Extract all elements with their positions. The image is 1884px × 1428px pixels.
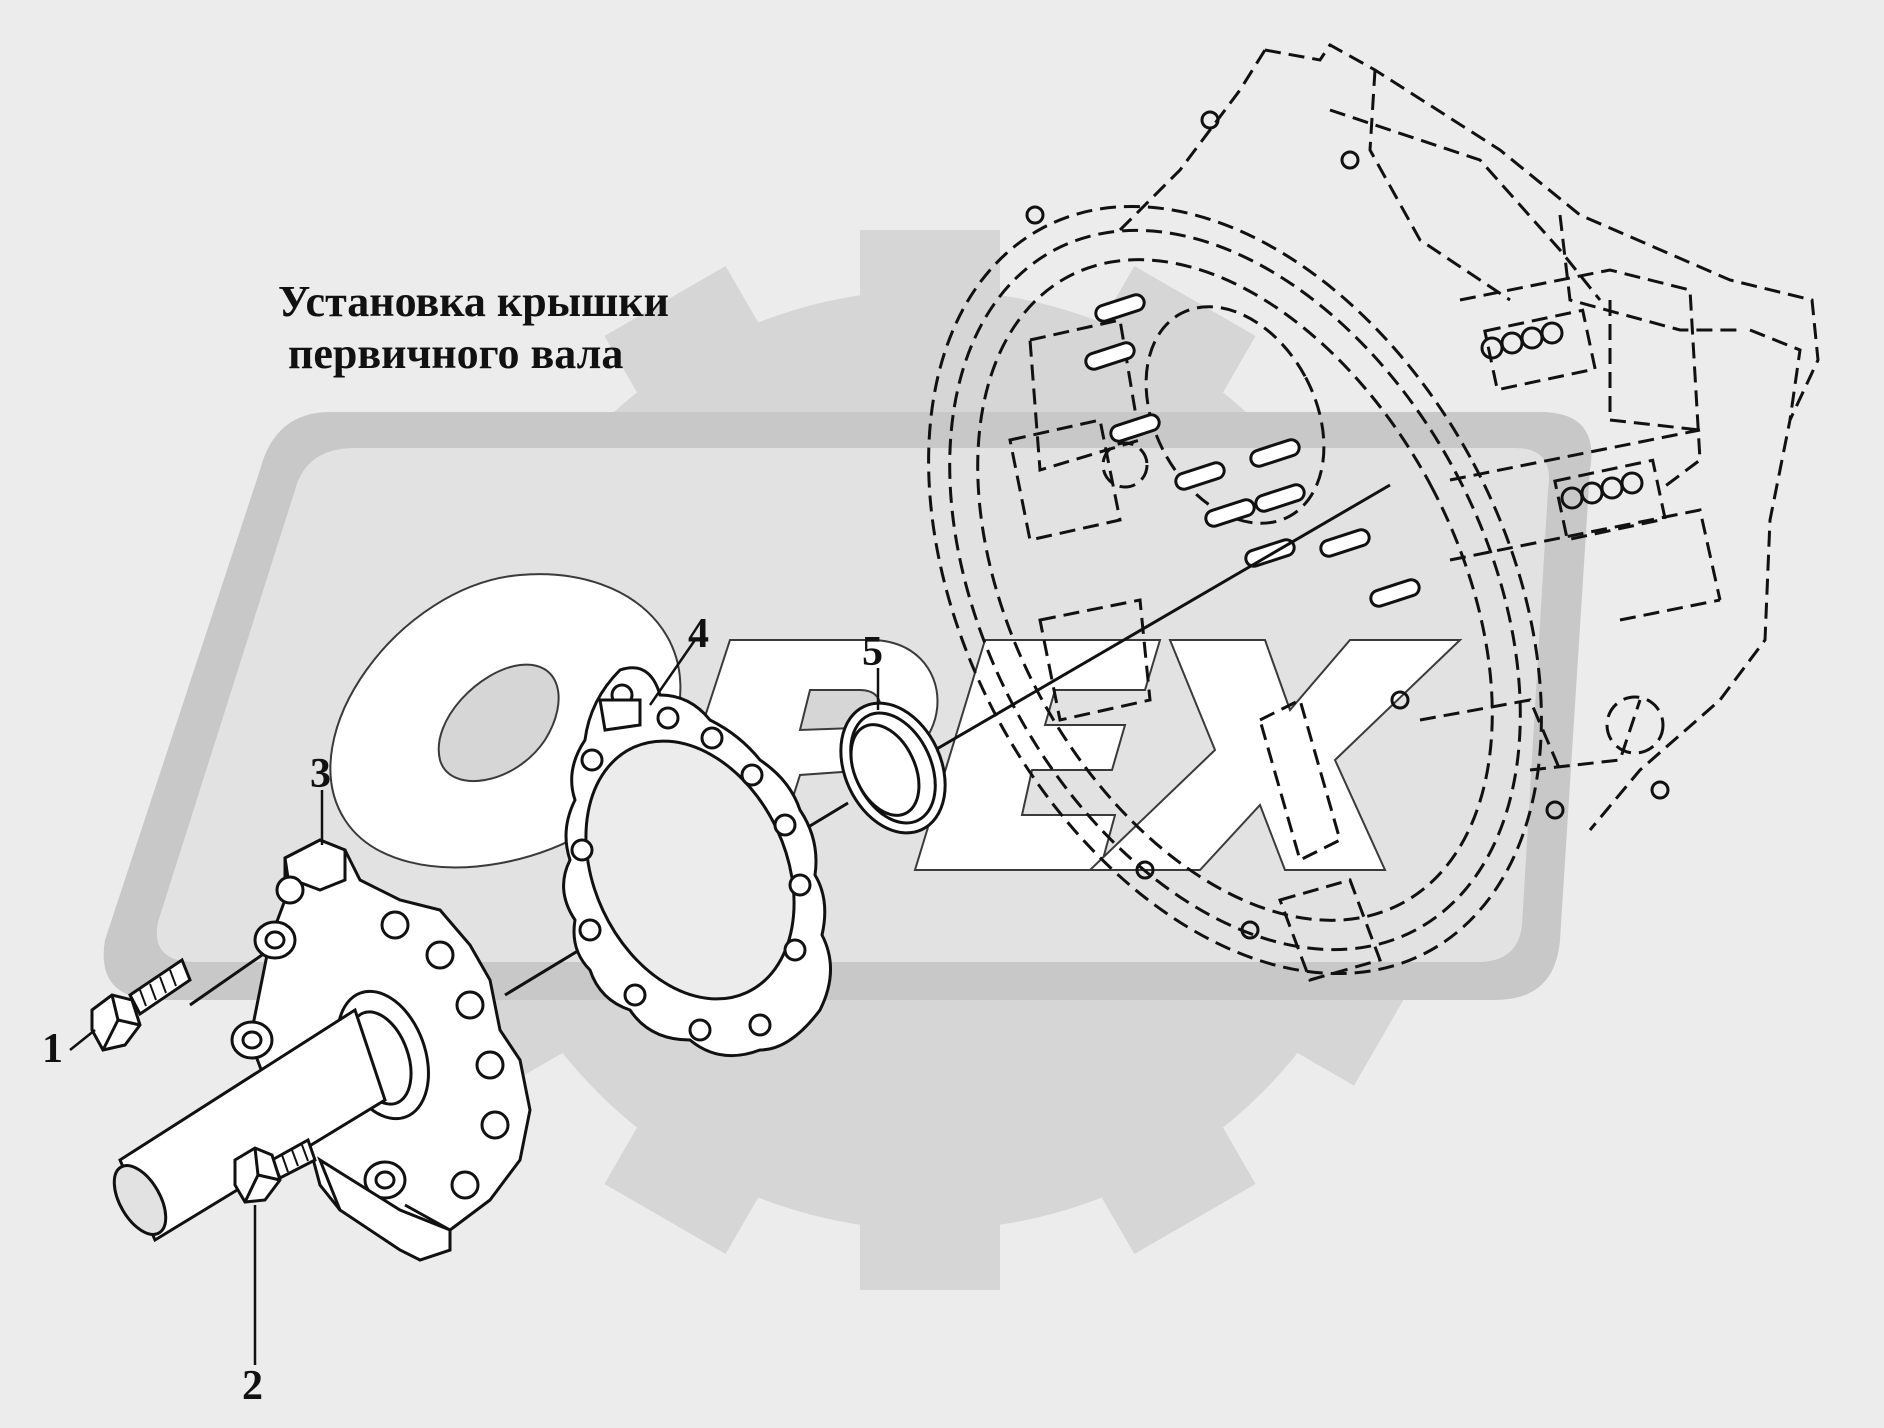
part-5-oil-seal: [839, 701, 947, 835]
part-3-input-shaft-cover: [112, 838, 532, 1262]
housing-bolt-holes: [1025, 110, 1670, 940]
title-line-1: Установка крышки: [278, 277, 669, 326]
callout-2: 2: [242, 1363, 263, 1409]
callout-leaders: [69, 639, 880, 1365]
part-4-gasket: [562, 666, 832, 1058]
diagram-title: Установка крышки первичного вала: [278, 276, 669, 380]
callout-1: 1: [42, 1026, 63, 1072]
callout-5: 5: [862, 629, 883, 675]
title-line-2: первичного вала: [288, 329, 624, 378]
part-1-bolt: [90, 957, 192, 1052]
part-2-bolt: [233, 1137, 317, 1204]
housing-studs: [1084, 293, 1421, 608]
callout-4: 4: [688, 611, 709, 657]
callout-3: 3: [310, 751, 331, 797]
gearbox-housing: [927, 43, 1820, 982]
